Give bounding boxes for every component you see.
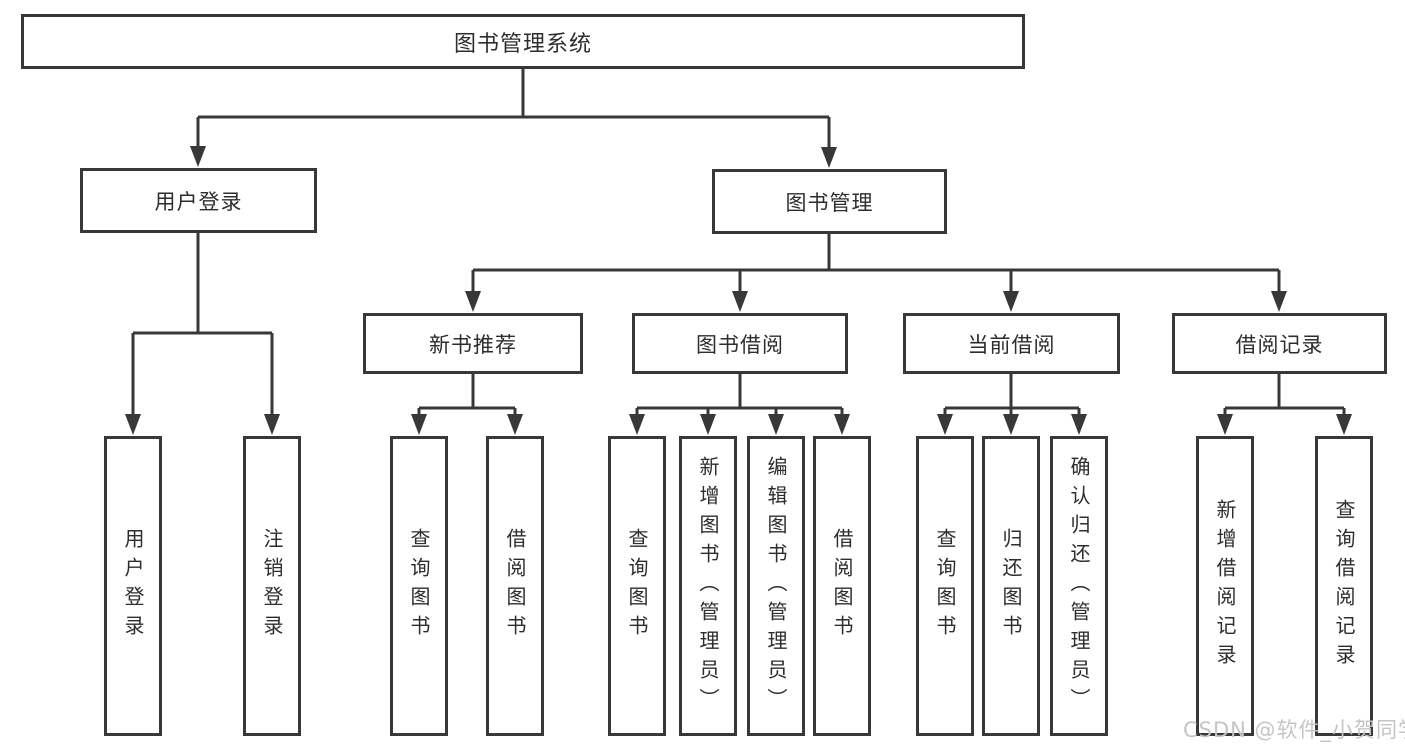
leaf-label: 注销登录 — [260, 528, 284, 644]
leaf-label: 查询图书 — [407, 528, 431, 644]
leaf-label: 新增借阅记录 — [1213, 499, 1237, 673]
node-user-login: 用户登录 — [80, 168, 317, 233]
node-current-borrowing: 当前借阅 — [903, 313, 1120, 374]
watermark-text: CSDN @软件_小贺同学 — [1183, 718, 1405, 742]
leaf-label: 新增图书（管理员） — [696, 455, 720, 717]
arrowheads — [125, 146, 1352, 435]
leaf-label: 借阅图书 — [503, 528, 527, 644]
node-book-management: 图书管理 — [712, 169, 947, 234]
leaf-label: 归还图书 — [999, 528, 1023, 644]
leaf-return-books: 归还图书 — [982, 436, 1040, 736]
leaf-query-books-borrow: 查询图书 — [608, 436, 666, 736]
leaf-add-borrow-record: 新增借阅记录 — [1196, 436, 1254, 736]
leaf-logout: 注销登录 — [243, 436, 301, 736]
node-book-borrowing: 图书借阅 — [632, 313, 848, 374]
leaf-label: 查询图书 — [933, 528, 957, 644]
leaf-query-books-recommend: 查询图书 — [390, 436, 448, 736]
node-new-book-recommendation: 新书推荐 — [363, 313, 583, 374]
node-library-management-system: 图书管理系统 — [21, 14, 1025, 69]
leaf-confirm-return-admin: 确认归还（管理员） — [1050, 436, 1108, 736]
leaf-label: 编辑图书（管理员） — [764, 455, 788, 717]
leaf-query-books-current: 查询图书 — [916, 436, 974, 736]
leaf-label: 确认归还（管理员） — [1067, 455, 1091, 717]
leaf-borrow-books-recommend: 借阅图书 — [486, 436, 544, 736]
leaf-label: 借阅图书 — [830, 528, 854, 644]
leaf-label: 查询图书 — [625, 528, 649, 644]
node-borrowing-records: 借阅记录 — [1172, 313, 1387, 374]
leaf-query-borrow-record: 查询借阅记录 — [1315, 436, 1373, 736]
leaf-label: 查询借阅记录 — [1332, 499, 1356, 673]
leaf-label: 用户登录 — [121, 528, 145, 644]
leaf-user-login: 用户登录 — [104, 436, 162, 736]
leaf-edit-book-admin: 编辑图书（管理员） — [747, 436, 805, 736]
leaf-borrow-books-borrow: 借阅图书 — [813, 436, 871, 736]
leaf-add-book-admin: 新增图书（管理员） — [679, 436, 737, 736]
